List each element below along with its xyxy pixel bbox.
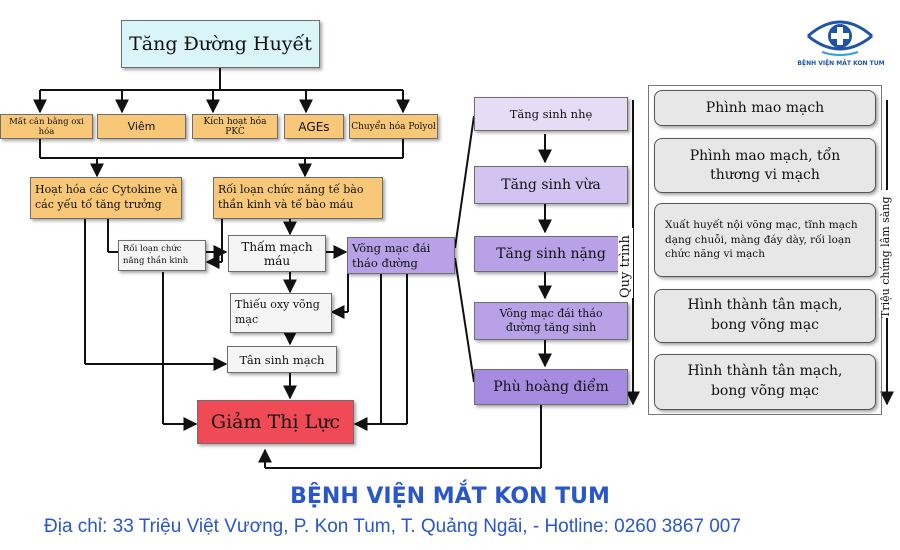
stage-mild-proliferation: Tăng sinh nhẹ: [474, 97, 628, 131]
symptom-label: Xuất huyết nội võng mạc, tĩnh mạch dạng …: [665, 218, 858, 261]
cause-inflammation: Viêm: [97, 114, 186, 139]
hospital-logo: [804, 12, 876, 58]
symptom-microaneurysm: Phình mao mạch: [654, 90, 876, 126]
stage-label: Phù hoàng điểm: [493, 379, 609, 395]
neuro-dysfunction-label: Rối loạn chức năng thần kinh: [123, 244, 189, 266]
retinal-hypoxia-label: Thiếu oxy võng mạc: [235, 298, 320, 326]
footer-hospital-name: BỆNH VIỆN MẮT KON TUM: [290, 484, 610, 509]
logo-label: BỆNH VIỆN MẮT KON TUM: [797, 60, 885, 67]
symptom-neovascularization-2: Hình thành tân mạch, bong võng mạc: [654, 354, 876, 410]
symptom-label: Phình mao mạch, tổn thương vi mạch: [689, 147, 841, 183]
cause-label: Chuyển hóa Polyol: [351, 121, 436, 132]
cytokine-activation-label: Hoạt hóa các Cytokine và các yếu tố tăng…: [35, 183, 178, 211]
symptom-neovascularization-1: Hình thành tân mạch, bong võng mạc: [654, 289, 876, 343]
vision-loss-box: Giảm Thị Lực: [197, 400, 354, 444]
cause-polyol-metabolism: Chuyển hóa Polyol: [349, 114, 438, 139]
diabetic-retinopathy-box: Võng mạc đái tháo đường: [347, 237, 455, 274]
cause-oxidative-imbalance: Mất cân bằng oxi hóa: [0, 114, 93, 139]
cause-label: Mất cân bằng oxi hóa: [9, 116, 84, 137]
hyperglycemia-title-box: Tăng Đường Huyết: [121, 20, 320, 68]
symptom-label: Hình thành tân mạch, bong võng mạc: [687, 297, 843, 333]
stage-label: Tăng sinh nặng: [496, 246, 606, 262]
symptom-hemorrhage: Xuất huyết nội võng mạc, tĩnh mạch dạng …: [654, 203, 876, 277]
cause-pkc-activation: Kích hoạt hóa PKC: [192, 114, 278, 139]
hyperglycemia-title: Tăng Đường Huyết: [129, 33, 312, 55]
symptom-label: Hình thành tân mạch, bong võng mạc: [687, 363, 843, 399]
stage-label: Võng mạc đái tháo đường tăng sinh: [499, 306, 603, 334]
cause-ages: AGEs: [284, 114, 344, 139]
stage-label: Tăng sinh vừa: [501, 177, 601, 193]
cause-label: Viêm: [127, 120, 156, 133]
retinal-hypoxia-box: Thiếu oxy võng mạc: [230, 293, 332, 333]
cytokine-activation-box: Hoạt hóa các Cytokine và các yếu tố tăng…: [30, 177, 182, 219]
neovascularization-label: Tân sinh mạch: [239, 352, 325, 367]
cell-dysfunction-label: Rối loạn chức năng tế bào thần kinh và t…: [218, 183, 364, 211]
cell-dysfunction-box: Rối loạn chức năng tế bào thần kinh và t…: [213, 177, 383, 219]
vascular-leak-label: Thấm mạch máu: [241, 239, 313, 268]
diabetic-retinopathy-label: Võng mạc đái tháo đường: [352, 240, 431, 270]
stage-macular-edema: Phù hoàng điểm: [474, 369, 628, 405]
neovascularization-box: Tân sinh mạch: [227, 346, 337, 373]
vision-loss-label: Giảm Thị Lực: [210, 411, 341, 433]
stage-proliferative-retinopathy: Võng mạc đái tháo đường tăng sinh: [474, 302, 628, 340]
eye-cross-icon: [807, 20, 873, 56]
neuro-dysfunction-box: Rối loạn chức năng thần kinh: [118, 240, 206, 271]
symptom-microvascular-damage: Phình mao mạch, tổn thương vi mạch: [654, 138, 876, 193]
symptom-label: Phình mao mạch: [705, 100, 825, 116]
stage-label: Tăng sinh nhẹ: [509, 107, 593, 121]
process-label: Quy trình: [618, 228, 633, 298]
symptoms-label: Triệu chứng lâm sàng: [879, 190, 892, 318]
cause-label: AGEs: [298, 119, 330, 134]
vascular-leak-box: Thấm mạch máu: [228, 235, 326, 272]
cause-label: Kích hoạt hóa PKC: [203, 116, 267, 137]
stage-moderate-proliferation: Tăng sinh vừa: [474, 166, 628, 204]
footer-address: Địa chỉ: 33 Triệu Việt Vương, P. Kon Tum…: [44, 516, 741, 537]
stage-severe-proliferation: Tăng sinh nặng: [474, 236, 628, 272]
